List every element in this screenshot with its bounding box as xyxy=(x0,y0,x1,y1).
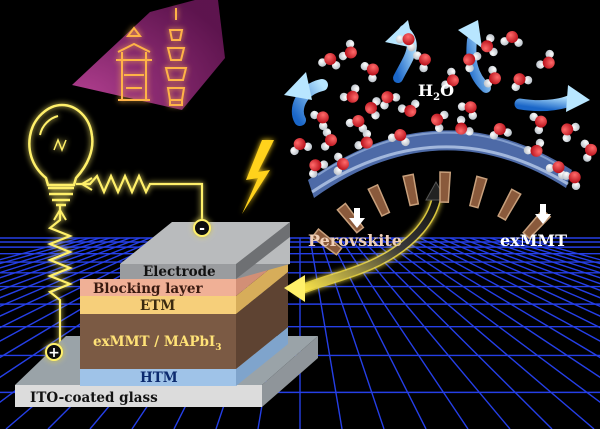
lightning-bolt-icon xyxy=(242,140,274,214)
water-molecule xyxy=(397,99,420,117)
electrode-label: Electrode xyxy=(143,264,216,280)
grid-line xyxy=(0,237,171,317)
water-molecule xyxy=(431,110,449,133)
grid-line xyxy=(349,237,511,429)
perovskite-tile xyxy=(468,175,488,209)
grid-line xyxy=(369,237,595,429)
water-molecule xyxy=(360,62,379,83)
circuit-wires xyxy=(47,173,204,350)
light-bulb-icon xyxy=(28,103,94,207)
grid-line xyxy=(449,237,600,299)
water-molecule xyxy=(511,73,533,92)
water-molecule xyxy=(457,101,477,120)
water-molecule xyxy=(481,34,498,57)
glass-front xyxy=(15,385,262,407)
perovskite-tile xyxy=(497,188,522,221)
htm-label: HTM xyxy=(140,370,178,386)
active-layer-label: exMMT / MAPbI3 xyxy=(93,334,222,353)
water-molecule xyxy=(483,65,501,88)
water-molecule xyxy=(309,159,329,178)
grid-line xyxy=(409,237,600,342)
grid-line xyxy=(379,237,600,404)
perovskite-tile xyxy=(402,173,420,207)
water-molecule xyxy=(413,51,431,73)
grid-line xyxy=(0,237,111,274)
water-molecule xyxy=(455,115,474,136)
water-molecule xyxy=(365,97,381,120)
water-molecule xyxy=(320,128,337,151)
grid-line xyxy=(0,237,161,307)
grid-line xyxy=(0,237,121,279)
water-molecule xyxy=(310,110,329,131)
nanostructure xyxy=(308,130,572,256)
grid-line xyxy=(459,237,600,291)
water-molecule xyxy=(441,67,459,89)
water-molecule xyxy=(333,152,349,176)
grid-line xyxy=(479,237,600,279)
exmmt-label: exMMT xyxy=(500,231,567,250)
water-molecule xyxy=(529,112,547,135)
blocking-layer xyxy=(80,279,236,296)
electrode-front xyxy=(120,264,236,279)
grid-line xyxy=(419,237,600,329)
perovskite-tiles xyxy=(311,171,552,256)
water-molecule xyxy=(395,33,416,52)
water-molecule xyxy=(339,84,360,103)
svg-text:-: - xyxy=(199,221,205,237)
water-molecule xyxy=(536,49,555,69)
electrode-top xyxy=(120,222,290,264)
water-molecule xyxy=(380,91,401,110)
active-layer xyxy=(80,314,236,369)
grid-line xyxy=(319,237,385,429)
grid-line xyxy=(489,237,600,274)
grid-line xyxy=(0,237,181,329)
water-molecule xyxy=(500,31,523,47)
perovskite-tile xyxy=(367,183,391,217)
water-molecule xyxy=(290,138,313,156)
water-molecule xyxy=(489,123,512,140)
h2o-label: H2O xyxy=(418,81,454,103)
water-molecule xyxy=(463,52,482,73)
etm-label: ETM xyxy=(140,298,175,314)
grid-line xyxy=(439,237,600,307)
blocking-label: Blocking layer xyxy=(93,281,204,297)
grid-line xyxy=(469,237,600,285)
perovskite-pointer: Perovskite xyxy=(308,208,402,250)
grid-line xyxy=(0,237,131,285)
water-molecule xyxy=(561,122,580,143)
clay-sheet xyxy=(308,130,572,198)
water-molecule xyxy=(354,129,373,150)
grid-line xyxy=(359,237,553,429)
grid-line xyxy=(389,237,600,379)
grid-line xyxy=(399,237,600,359)
water-molecule xyxy=(562,171,581,191)
perovskite-tile xyxy=(439,171,452,204)
water-molecule xyxy=(338,39,357,61)
water-molecules xyxy=(290,31,597,191)
htm-layer xyxy=(80,369,236,386)
curved-arrow xyxy=(284,180,447,302)
perovskite-tile xyxy=(311,227,343,256)
water-molecule xyxy=(523,138,545,157)
water-molecule xyxy=(580,139,597,162)
glass-label: ITO-coated glass xyxy=(30,390,158,406)
etm-layer xyxy=(80,296,236,314)
water-molecule xyxy=(318,53,341,70)
negative-terminal: - xyxy=(193,219,211,237)
grid-line xyxy=(0,237,151,299)
perovskite-label: Perovskite xyxy=(308,231,402,250)
svg-text:+: + xyxy=(48,345,60,361)
positive-terminal: + xyxy=(45,343,63,361)
grid-line xyxy=(429,237,600,317)
grid-line xyxy=(309,237,343,429)
water-molecule xyxy=(345,115,368,133)
device-stack: ITO-coated glass HTM exMMT / MAPbI3 ETM … xyxy=(15,222,318,407)
taipei-landmarks-icon xyxy=(116,8,188,106)
grid-line xyxy=(0,237,141,291)
spotlight xyxy=(72,0,225,110)
water-molecule xyxy=(387,129,410,147)
exmmt-pointer: exMMT xyxy=(500,204,567,250)
